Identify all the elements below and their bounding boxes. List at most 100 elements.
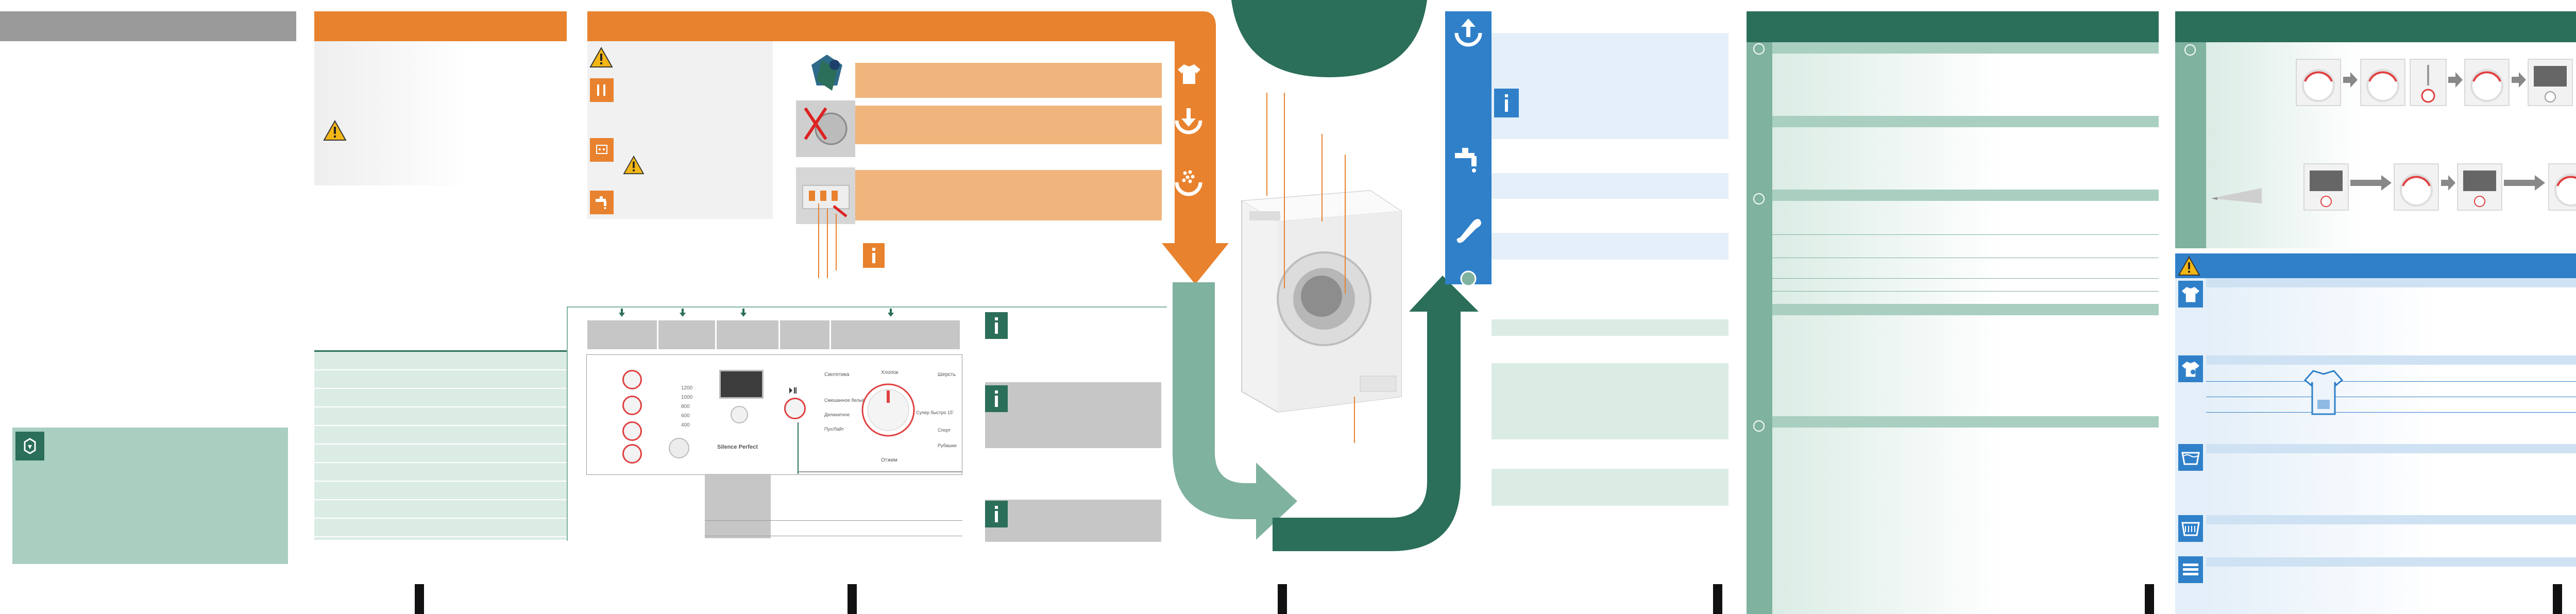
panel-header-cell bbox=[658, 320, 715, 349]
speed-option: 600 bbox=[681, 413, 690, 419]
mint-info-strip bbox=[1492, 319, 1728, 336]
socket-plug-icon bbox=[590, 138, 614, 162]
dial-label: Спорт bbox=[938, 428, 951, 433]
detergent-icon bbox=[1171, 165, 1207, 201]
hole-punch bbox=[1753, 43, 1765, 55]
timer-dial-illustration bbox=[2360, 58, 2406, 107]
dial-label: Синтетика bbox=[824, 372, 850, 378]
callout-line bbox=[1266, 93, 1267, 196]
section-bar bbox=[1772, 116, 2159, 127]
info-icon bbox=[985, 501, 1008, 527]
page-2-header-bar bbox=[314, 11, 567, 41]
garment-label-illustration bbox=[2303, 367, 2344, 418]
top-arc-dark bbox=[1231, 0, 1427, 77]
page-2-intro-fade bbox=[314, 41, 469, 185]
option-button[interactable] bbox=[622, 370, 642, 389]
dial-label: Пух/Лайт bbox=[824, 427, 844, 432]
option-button[interactable] bbox=[622, 421, 642, 441]
row-line bbox=[1772, 234, 2159, 235]
dial-label: Деликатное bbox=[824, 412, 850, 417]
panel-header-cell bbox=[831, 320, 960, 349]
section-bar bbox=[1772, 190, 2159, 201]
process-arrow-orange bbox=[1162, 11, 1229, 284]
info-icon bbox=[1494, 89, 1519, 117]
speed-button[interactable] bbox=[669, 438, 689, 458]
hole-punch bbox=[1753, 193, 1765, 204]
dial-label: Шерсть bbox=[938, 372, 956, 378]
volume-scale-icon bbox=[2210, 183, 2267, 209]
option-button[interactable] bbox=[622, 444, 642, 464]
green-indicator-dot bbox=[1460, 270, 1477, 287]
timer-dial-illustration bbox=[2295, 58, 2342, 107]
page-cut-mark bbox=[1278, 584, 1287, 614]
wash-tub-icon bbox=[2178, 444, 2203, 471]
page-6-sidebar bbox=[2175, 42, 2206, 248]
arrow-down-icon bbox=[618, 308, 625, 317]
page-1-header-bar bbox=[0, 11, 296, 41]
page-2-table bbox=[314, 352, 567, 540]
row-line bbox=[2206, 381, 2576, 382]
callout-line bbox=[836, 214, 837, 270]
panel-bottom-line bbox=[798, 471, 962, 472]
shirt-care-icon bbox=[2178, 355, 2203, 382]
start-pause-icon bbox=[788, 386, 798, 395]
step-bar-detergent bbox=[855, 170, 1162, 220]
display-illustration bbox=[2456, 162, 2503, 211]
warning-header-bar bbox=[2175, 253, 2576, 278]
page-5-fade bbox=[1772, 42, 2159, 614]
info-icon bbox=[985, 385, 1008, 412]
hole-punch bbox=[1753, 420, 1765, 432]
info-icon bbox=[863, 243, 885, 268]
safety-panel bbox=[587, 41, 773, 219]
warning-triangle-icon bbox=[2177, 254, 2201, 277]
row-line bbox=[2206, 412, 2576, 413]
start-pause-button[interactable] bbox=[784, 398, 806, 419]
page-5-header-bar bbox=[1747, 11, 2159, 42]
page-cut-mark bbox=[2145, 584, 2154, 614]
brand-label: Silence Perfect bbox=[717, 444, 758, 450]
row-line bbox=[1772, 291, 2159, 292]
section-bar bbox=[2206, 515, 2576, 524]
option-button[interactable] bbox=[622, 396, 642, 415]
detergent-drawer-illustration bbox=[796, 167, 855, 224]
callout-line bbox=[1321, 134, 1323, 221]
timer-dial-illustration bbox=[2464, 58, 2510, 107]
page-cut-mark bbox=[848, 584, 857, 614]
page-3-header-bar bbox=[587, 11, 1164, 41]
page-cut-mark bbox=[2553, 584, 2562, 614]
section-bar bbox=[1772, 304, 2159, 315]
unload-arrow-icon bbox=[1450, 15, 1486, 52]
arrow-down-icon bbox=[679, 308, 686, 317]
shirt-icon bbox=[1175, 59, 1204, 88]
program-selector-dial[interactable] bbox=[859, 381, 917, 439]
hole-punch bbox=[2184, 44, 2196, 56]
step-bar-load bbox=[855, 106, 1162, 144]
panel-footnote-grey bbox=[705, 474, 771, 538]
page-2-table-top-line bbox=[314, 350, 567, 352]
section-bar bbox=[2206, 355, 2576, 365]
timer-dial-illustration bbox=[2548, 162, 2576, 211]
mint-info-box bbox=[1492, 363, 1728, 439]
menu-list-icon bbox=[2178, 556, 2203, 583]
wash-temperature-icon bbox=[2178, 515, 2203, 542]
panel-header-cell bbox=[717, 320, 778, 349]
speed-option: 800 bbox=[681, 404, 690, 410]
callout-line bbox=[1284, 93, 1285, 288]
arrow-right-icon bbox=[2512, 72, 2526, 88]
callout-line bbox=[827, 209, 828, 278]
section-bar bbox=[2206, 444, 2576, 453]
section-bar bbox=[1772, 416, 2159, 428]
panel-header-cell bbox=[587, 320, 657, 349]
page-cut-mark bbox=[415, 584, 424, 614]
display bbox=[719, 370, 764, 399]
power-plug-icon bbox=[1450, 211, 1486, 247]
process-arrow-green-dark bbox=[1273, 276, 1494, 556]
sort-laundry-illustration bbox=[799, 49, 855, 96]
info-box-grey bbox=[985, 382, 1161, 448]
speed-option: 1200 bbox=[681, 385, 693, 391]
arrow-right-icon bbox=[2441, 175, 2455, 191]
arrow-right-icon bbox=[2448, 72, 2463, 88]
washing-machine-illustration bbox=[1231, 180, 1427, 422]
display-knob[interactable] bbox=[731, 406, 748, 423]
water-tap-icon bbox=[590, 191, 614, 214]
